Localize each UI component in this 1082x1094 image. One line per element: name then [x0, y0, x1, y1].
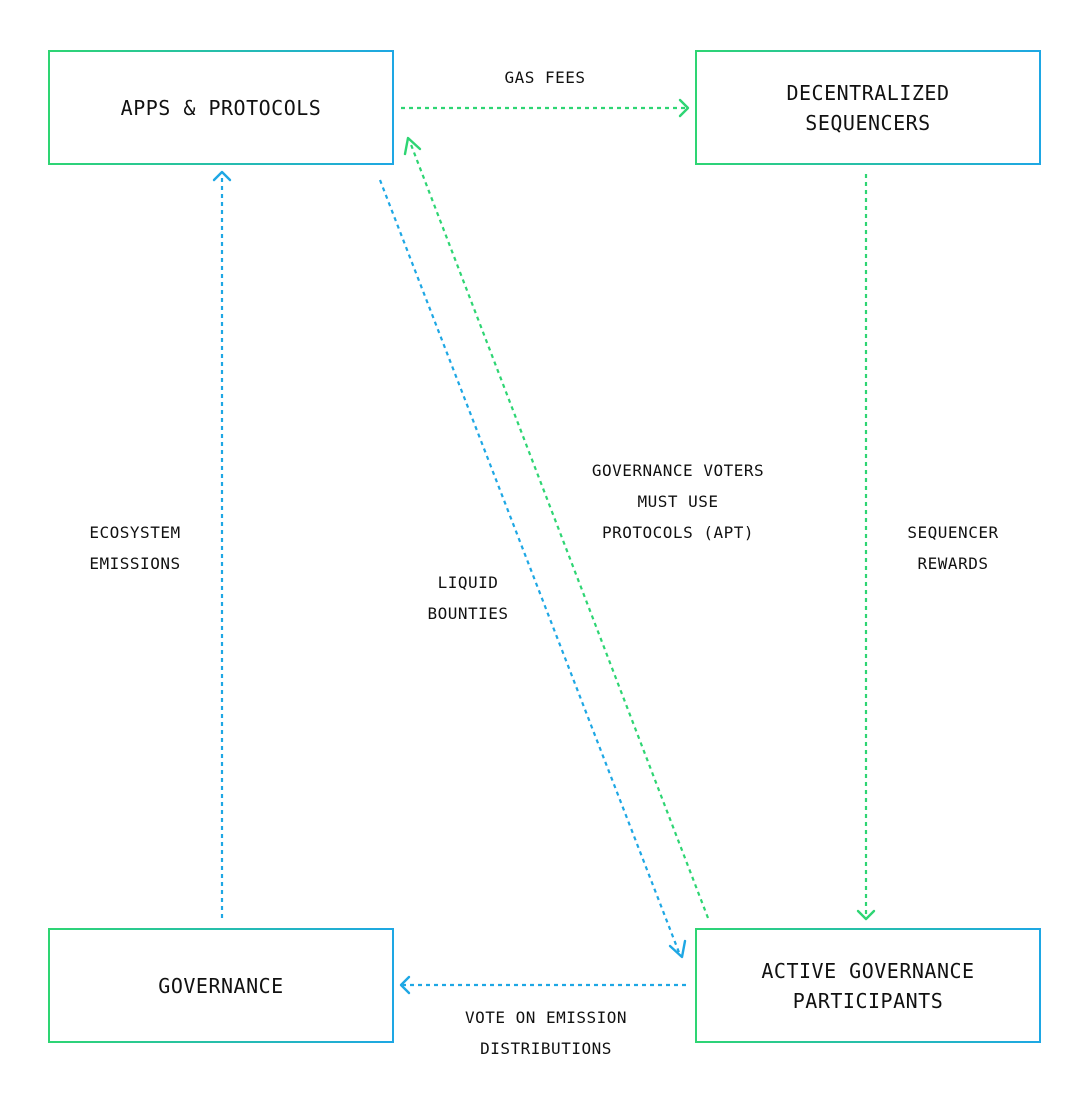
apps-protocols-node: APPS & PROTOCOLS [49, 51, 393, 164]
participants-node-label-line1: ACTIVE GOVERNANCE [761, 958, 975, 983]
liquid-bounties-arrowhead-icon [668, 939, 687, 959]
participants-box-border [695, 928, 1041, 1043]
governance-voters-label-line3: PROTOCOLS (APT) [602, 523, 754, 542]
vote-on-emission-label: VOTE ON EMISSION DISTRIBUTIONS [426, 1002, 666, 1064]
ecosystem-emissions-label-line2: EMISSIONS [89, 554, 181, 573]
governance-node-label-line1: GOVERNANCE [158, 973, 284, 998]
governance-voters-label-line2: MUST USE [637, 492, 719, 511]
voters-use-protocols-arrow [408, 141, 710, 919]
ecosystem-emissions-label-line1: ECOSYSTEM [89, 523, 181, 542]
sequencer-rewards-arrowhead-icon [856, 909, 876, 921]
liquid-bounties-arrow [378, 179, 682, 956]
liquid-bounties-label-line2: BOUNTIES [427, 604, 509, 623]
vote-on-emission-label-line1: VOTE ON EMISSION [464, 1008, 628, 1027]
participants-node-label-line2: PARTICIPANTS [792, 988, 944, 1013]
sequencer-rewards-label-line2: REWARDS [917, 554, 989, 573]
ecosystem-emissions-label: ECOSYSTEM EMISSIONS [35, 517, 235, 579]
sequencer-rewards-label-line1: SEQUENCER [907, 523, 999, 542]
gas-fees-arrowhead-icon [678, 98, 690, 118]
vote-on-emission-label-line2: DISTRIBUTIONS [480, 1039, 612, 1058]
gas-fees-label: GAS FEES [445, 62, 645, 93]
governance-box-border [48, 928, 394, 1043]
ecosystem-emissions-arrowhead-icon [212, 170, 232, 182]
apps-node-label-line1: APPS & PROTOCOLS [120, 95, 322, 120]
gas-fees-label-line1: GAS FEES [504, 68, 586, 87]
apps-box-border [48, 50, 394, 165]
governance-voters-label: GOVERNANCE VOTERS MUST USE PROTOCOLS (AP… [548, 455, 808, 548]
voters-use-protocols-arrowhead-icon [403, 136, 422, 156]
decentralized-sequencers-node: DECENTRALIZED SEQUENCERS [696, 51, 1040, 164]
sequencer-rewards-label: SEQUENCER REWARDS [853, 517, 1053, 579]
active-governance-participants-node: ACTIVE GOVERNANCE PARTICIPANTS [696, 929, 1040, 1042]
liquid-bounties-label: LIQUID BOUNTIES [368, 567, 568, 629]
governance-node: GOVERNANCE [49, 929, 393, 1042]
governance-voters-label-line1: GOVERNANCE VOTERS [591, 461, 765, 480]
sequencers-box-border [695, 50, 1041, 165]
sequencers-node-label-line1: DECENTRALIZED [786, 80, 950, 105]
sequencers-node-label-line2: SEQUENCERS [805, 110, 931, 135]
vote-on-emission-arrowhead-icon [399, 975, 411, 995]
liquid-bounties-label-line1: LIQUID [437, 573, 499, 592]
